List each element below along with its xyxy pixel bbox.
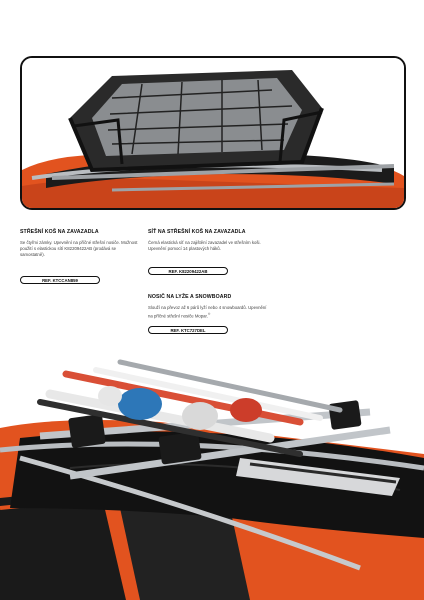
product-description: Se čtyřmi zámky. Upevnění na příčné stře… bbox=[20, 240, 138, 258]
roof-basket-photo bbox=[20, 56, 406, 210]
product-title: NOSIČ NA LYŽE A SNOWBOARD bbox=[148, 294, 232, 300]
product-description: Černá elastická síť na zajištění zavazad… bbox=[148, 240, 261, 252]
trademark-symbol: ® bbox=[207, 312, 211, 317]
ref-badge: REF. KTC727DEL bbox=[148, 326, 228, 334]
ref-badge: REF. KTCCAN859 bbox=[20, 276, 100, 284]
product-title: STŘEŠNÍ KOŠ NA ZAVAZADLA bbox=[20, 229, 99, 235]
ski-carrier-photo bbox=[0, 358, 424, 600]
product-basket-net: SÍŤ NA STŘEŠNÍ KOŠ NA ZAVAZADLA Černá el… bbox=[148, 229, 268, 252]
product-ski-carrier: NOSIČ NA LYŽE A SNOWBOARD Slouží na přev… bbox=[148, 294, 268, 320]
product-title: SÍŤ NA STŘEŠNÍ KOŠ NA ZAVAZADLA bbox=[148, 229, 246, 235]
ref-badge: REF. K82209422AB bbox=[148, 267, 228, 275]
product-roof-basket: STŘEŠNÍ KOŠ NA ZAVAZADLA Se čtyřmi zámky… bbox=[20, 229, 138, 259]
product-description: Slouží na převoz až 6 párů lyží nebo 4 s… bbox=[148, 305, 267, 319]
